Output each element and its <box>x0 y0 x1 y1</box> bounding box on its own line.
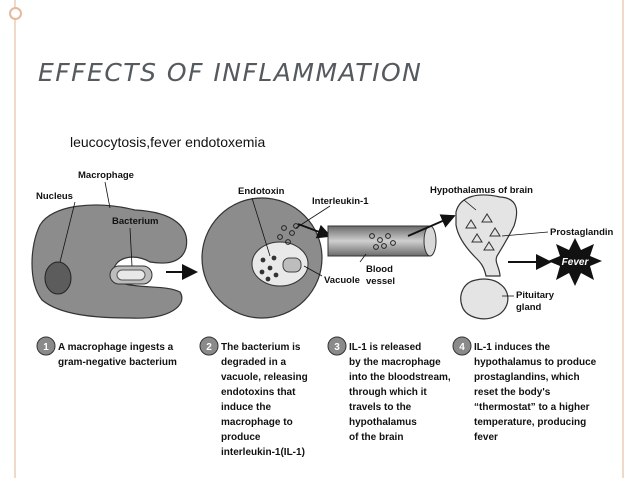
slide-corner-ornament <box>9 7 22 20</box>
arrow-to-hypothalamus <box>407 214 456 237</box>
label-pituitary: Pituitary <box>516 290 555 301</box>
arrow-to-vessel <box>297 223 332 239</box>
slide-subtitle: leucocytosis,fever endotoxemia <box>70 134 266 150</box>
step-2-badge: 2 <box>199 336 219 356</box>
svg-text:3: 3 <box>334 342 340 353</box>
vessel-pointer <box>359 253 367 263</box>
label-interleukin: Interleukin-1 <box>312 196 369 207</box>
svg-text:hypothalamus to produce: hypothalamus to produce <box>474 357 597 368</box>
macrophage-pointer <box>104 181 111 209</box>
svg-text:macrophage to: macrophage to <box>221 417 293 428</box>
fever-burst <box>548 238 602 286</box>
svg-text:The bacterium is: The bacterium is <box>221 342 301 353</box>
svg-text:“thermostat” to a higher: “thermostat” to a higher <box>474 402 590 413</box>
bacterium-pointer <box>129 227 133 267</box>
label-bacterium: Bacterium <box>112 216 158 227</box>
macrophage-cell <box>31 204 188 319</box>
blood-vessel <box>327 225 431 257</box>
svg-text:2: 2 <box>206 342 212 353</box>
label-nucleus: Nucleus <box>36 191 73 202</box>
step-4-caption: IL-1 induces the hypothalamus to produce… <box>474 342 597 443</box>
label-fever: Fever <box>562 257 590 268</box>
svg-text:through which it: through which it <box>349 387 427 398</box>
interleukin-pointer <box>295 205 331 229</box>
svg-text:produce: produce <box>221 432 261 443</box>
vacuole <box>251 241 309 287</box>
step-1-badge: 1 <box>36 336 56 356</box>
svg-text:gram-negative bacterium: gram-negative bacterium <box>58 357 177 368</box>
svg-text:interleukin-1(IL-1): interleukin-1(IL-1) <box>221 447 305 458</box>
label-hypothalamus: Hypothalamus of brain <box>430 185 533 196</box>
interleukin-dots-2 <box>277 223 299 245</box>
hypothalamus <box>455 194 518 277</box>
step-1-caption: A macrophage ingests a gram-negative bac… <box>58 342 177 368</box>
svg-text:degraded in a: degraded in a <box>221 357 286 368</box>
step-3-badge: 3 <box>327 336 347 356</box>
svg-text:IL-1 induces the: IL-1 induces the <box>474 342 551 353</box>
svg-text:temperature, producing: temperature, producing <box>474 417 586 428</box>
svg-text:induce the: induce the <box>221 402 271 413</box>
prostaglandin-pointer <box>501 231 549 237</box>
slide-border-right <box>622 0 624 478</box>
interleukin-dots-vessel <box>369 233 396 250</box>
degraded-bacterium <box>282 257 302 273</box>
svg-text:fever: fever <box>474 432 498 443</box>
label-prostaglandin: Prostaglandin <box>550 227 614 238</box>
svg-text:vacuole, releasing: vacuole, releasing <box>221 372 308 383</box>
svg-text:A macrophage ingests a: A macrophage ingests a <box>58 342 174 353</box>
step-3-caption: IL-1 is released by the macrophage into … <box>349 342 451 443</box>
svg-text:into the bloodstream,: into the bloodstream, <box>349 372 451 383</box>
label-endotoxin: Endotoxin <box>238 186 285 197</box>
endotoxin-dots <box>259 255 279 282</box>
svg-text:reset the body's: reset the body's <box>474 387 551 398</box>
blood-vessel-opening <box>423 225 437 257</box>
label-gland: gland <box>516 302 542 313</box>
step-4-badge: 4 <box>452 336 472 356</box>
label-vessel: vessel <box>366 276 395 287</box>
hypothalamus-pointer <box>463 199 477 211</box>
svg-text:IL-1 is released: IL-1 is released <box>349 342 421 353</box>
slide-border-left <box>14 0 16 478</box>
step-2-caption: The bacterium is degraded in a vacuole, … <box>221 342 308 458</box>
label-macrophage: Macrophage <box>78 170 134 181</box>
svg-text:travels to the: travels to the <box>349 402 412 413</box>
vacuole-pointer <box>303 265 323 277</box>
bacterium-panel1 <box>109 265 153 285</box>
label-blood: Blood <box>366 264 393 275</box>
nucleus-pointer <box>59 201 76 263</box>
svg-text:of the brain: of the brain <box>349 432 403 443</box>
svg-text:hypothalamus: hypothalamus <box>349 417 417 428</box>
label-vacuole: Vacuole <box>324 275 360 286</box>
svg-text:4: 4 <box>459 342 465 353</box>
pituitary-gland <box>460 278 509 320</box>
svg-text:1: 1 <box>43 342 49 353</box>
slide-title: EFFECTS OF INFLAMMATION <box>38 58 423 87</box>
prostaglandin-triangles <box>465 213 501 251</box>
svg-text:prostaglandins, which: prostaglandins, which <box>474 372 580 383</box>
macrophage-nucleus <box>44 261 72 295</box>
endotoxin-pointer <box>251 197 271 257</box>
svg-text:by the macrophage: by the macrophage <box>349 357 441 368</box>
svg-text:endotoxins that: endotoxins that <box>221 387 296 398</box>
